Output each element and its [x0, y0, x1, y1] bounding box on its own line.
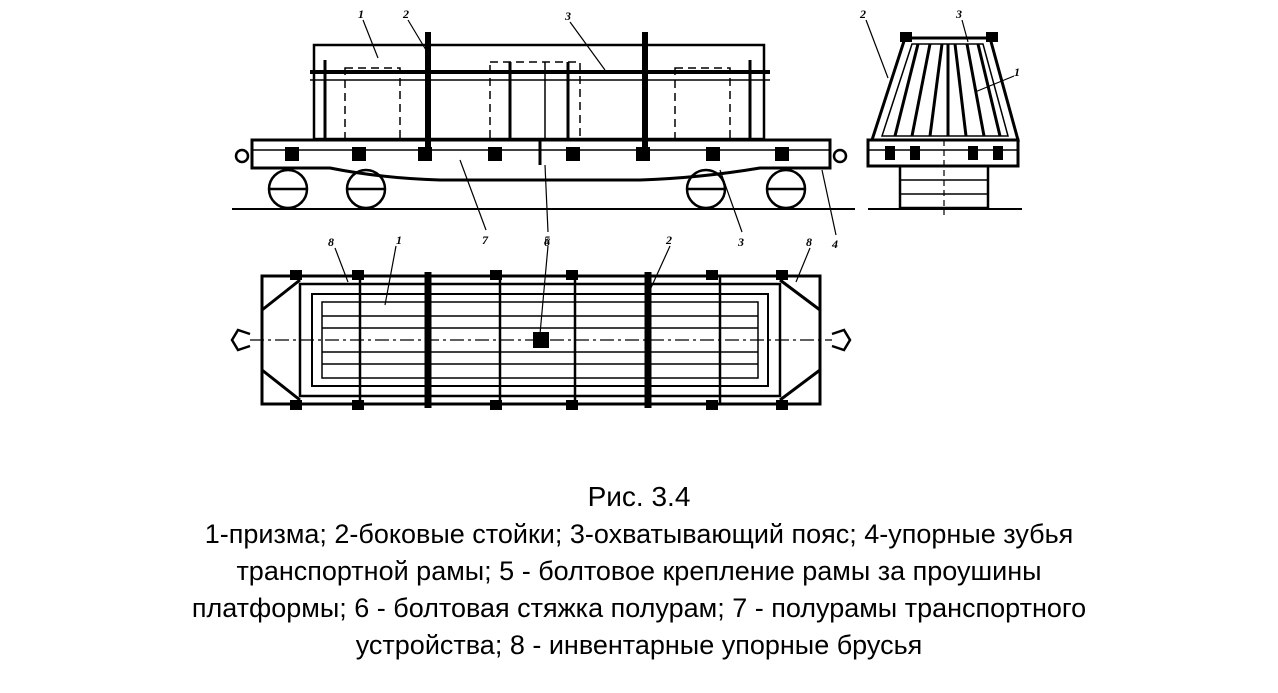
figure-title: Рис. 3.4: [587, 481, 691, 512]
wheelset: [267, 168, 807, 210]
coupler: [831, 328, 852, 352]
callout-label: 3: [564, 9, 571, 23]
callout-label: 3: [737, 235, 744, 249]
callout-label: 1: [358, 7, 364, 21]
callout-label: 3: [955, 7, 962, 21]
coupler: [832, 148, 848, 164]
platform-deck: [250, 138, 832, 182]
plan-view-callouts: 8 1 5 2 8: [328, 233, 812, 249]
prism-dashed: [344, 67, 401, 141]
callout-label: 2: [859, 7, 866, 21]
side-view-callouts: 1 2 3 7 6 3 4: [358, 7, 838, 251]
figure-caption: Рис. 3.4 1-призма; 2-боковые стойки; 3-о…: [0, 480, 1278, 664]
coupler: [234, 148, 250, 164]
plan-fasteners: [290, 270, 788, 410]
end-view: [865, 19, 1022, 215]
callout-label: 2: [402, 7, 409, 21]
callout-label: 4: [831, 237, 838, 251]
legend-line: транспортной рамы; 5 - болтовое креплени…: [236, 556, 1042, 586]
callout-label: 2: [665, 233, 672, 247]
callout-label: 1: [396, 233, 402, 247]
legend-line: устройства; 8 - инвентарные упорные брус…: [355, 630, 923, 660]
legend-line: 1-призма; 2-боковые стойки; 3-охватывающ…: [204, 519, 1074, 549]
callout-label: 7: [482, 233, 489, 247]
callout-label: 1: [1014, 65, 1020, 79]
end-view-callouts: 2 3 1: [859, 7, 1020, 79]
callout-label: 8: [806, 235, 812, 249]
side-view: [232, 19, 855, 236]
stake-pockets: [285, 147, 789, 161]
cargo-block: [312, 43, 766, 141]
callout-label: 5: [544, 233, 550, 247]
plan-view: [230, 245, 852, 410]
callout-label: 8: [328, 235, 334, 249]
prism-dashed: [674, 67, 731, 141]
technical-drawing: 1 2 3 7 6 3 4: [230, 7, 1022, 410]
figure-legend: 1-призма; 2-боковые стойки; 3-охватывающ…: [0, 516, 1278, 664]
coupler: [230, 328, 251, 352]
legend-line: платформы; 6 - болтовая стяжка полурам; …: [191, 593, 1087, 623]
callout-label: 6: [544, 235, 550, 249]
